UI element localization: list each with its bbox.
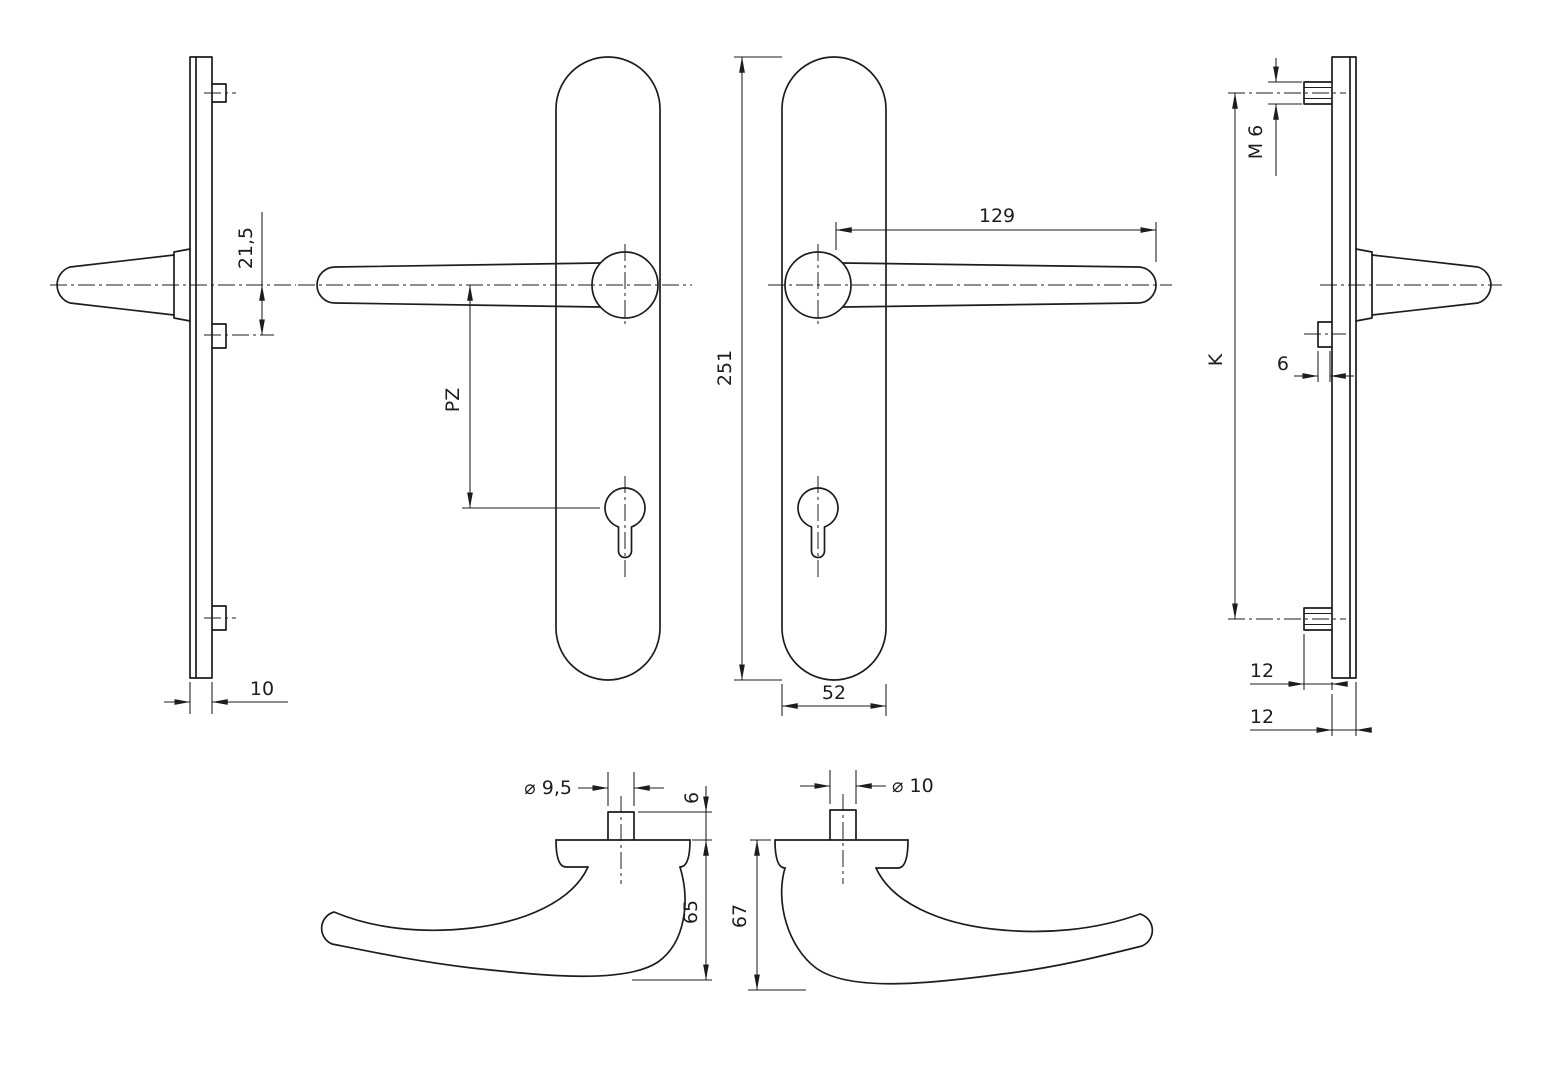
screw-bottom xyxy=(1303,607,1333,631)
view-side-left: 21,5 10 xyxy=(50,56,296,714)
dim-lever-height: 67 xyxy=(729,839,806,991)
handle-collar xyxy=(1355,248,1373,322)
dim-handle-length: 129 xyxy=(835,205,1157,262)
extension-lines xyxy=(1303,634,1333,690)
rose-left-edge xyxy=(774,839,786,869)
handle-collar xyxy=(173,248,191,322)
dim-label-thread: M 6 xyxy=(1245,125,1267,160)
dim-label-thickness: 10 xyxy=(250,678,274,700)
dim-plate-thickness: 10 xyxy=(164,678,288,714)
dim-spindle-diameter: ⌀ 10 xyxy=(800,770,934,804)
dim-label-protrusion: 12 xyxy=(1250,660,1274,682)
dim-label-lever-height: 67 xyxy=(729,904,751,928)
rose-right-edge xyxy=(679,839,691,868)
dim-screw-protrusion: 12 xyxy=(1250,634,1348,690)
dim-label-diameter: ⌀ 10 xyxy=(892,775,934,797)
dim-label-height: 251 xyxy=(714,350,736,386)
dim-label-offset: 21,5 xyxy=(235,227,257,269)
dim-label-width: 52 xyxy=(822,682,846,704)
extension-lines xyxy=(835,222,1157,262)
dim-label-spindle: 6 xyxy=(1277,353,1289,375)
handle-hub xyxy=(591,251,659,319)
lever-grip xyxy=(780,867,1154,985)
dim-label-lever-height: 65 xyxy=(680,900,702,924)
handle-cone xyxy=(56,254,175,316)
lever-grip xyxy=(320,866,686,978)
handle-hub xyxy=(784,251,852,319)
dim-lever-height: 65 xyxy=(632,840,712,981)
dim-plate-height: 251 xyxy=(714,56,782,681)
backplate xyxy=(781,56,887,681)
view-front-left: PZ xyxy=(298,56,692,681)
backplate xyxy=(555,56,661,681)
spindle-neck xyxy=(829,809,857,841)
dim-offset: 21,5 xyxy=(235,212,265,335)
handle-cone xyxy=(1371,254,1492,316)
extension-lines xyxy=(1331,682,1357,736)
dim-label-neck: 6 xyxy=(681,792,703,804)
dim-label-spacing: K xyxy=(1205,353,1227,366)
dim-neck-height: 6 xyxy=(638,786,712,841)
dim-screw-spacing: K xyxy=(1205,93,1238,619)
extension-lines xyxy=(734,56,782,681)
pz-keyhole xyxy=(604,487,646,559)
screw-bottom-thread-lines xyxy=(1304,612,1332,626)
dim-thread: M 6 xyxy=(1245,58,1302,176)
handle-grip xyxy=(316,262,601,308)
extension-lines xyxy=(638,811,712,841)
dim-label-pz: PZ xyxy=(442,388,464,412)
fixing-top xyxy=(211,83,227,103)
rose-left-edge xyxy=(555,839,589,868)
extension-lines xyxy=(748,839,806,991)
dim-plate-depth: 12 xyxy=(1250,682,1372,736)
dim-spindle-diameter: ⌀ 9,5 xyxy=(524,772,664,806)
screw-top xyxy=(1303,81,1333,105)
pz-keyhole xyxy=(797,487,839,559)
view-front-right: 129 251 52 xyxy=(714,56,1172,716)
extension-lines xyxy=(1317,351,1331,382)
rose-right-edge xyxy=(875,839,909,869)
dim-spindle-width: 6 xyxy=(1277,351,1354,382)
fixing-mid xyxy=(211,323,227,349)
fixing-bottom xyxy=(211,605,227,631)
dim-label-plate-depth: 12 xyxy=(1250,706,1274,728)
dim-pz: PZ xyxy=(442,285,600,509)
handle-grip xyxy=(842,262,1157,308)
view-lever-top-left: ⌀ 9,5 6 65 xyxy=(320,772,712,981)
dim-plate-width: 52 xyxy=(781,682,887,716)
extension-lines xyxy=(781,684,887,716)
view-lever-top-right: ⌀ 10 67 xyxy=(729,770,1154,991)
dim-label-diameter: ⌀ 9,5 xyxy=(524,777,572,799)
dim-label-length: 129 xyxy=(979,205,1015,227)
backplate-profile xyxy=(1331,56,1357,679)
spindle-stub xyxy=(1317,321,1333,348)
extension-lines xyxy=(189,682,213,714)
screw-top-thread-lines xyxy=(1304,86,1332,100)
backplate-profile xyxy=(189,56,213,679)
view-side-right: M 6 K 6 12 12 xyxy=(1205,56,1502,736)
spindle-neck xyxy=(607,811,635,841)
